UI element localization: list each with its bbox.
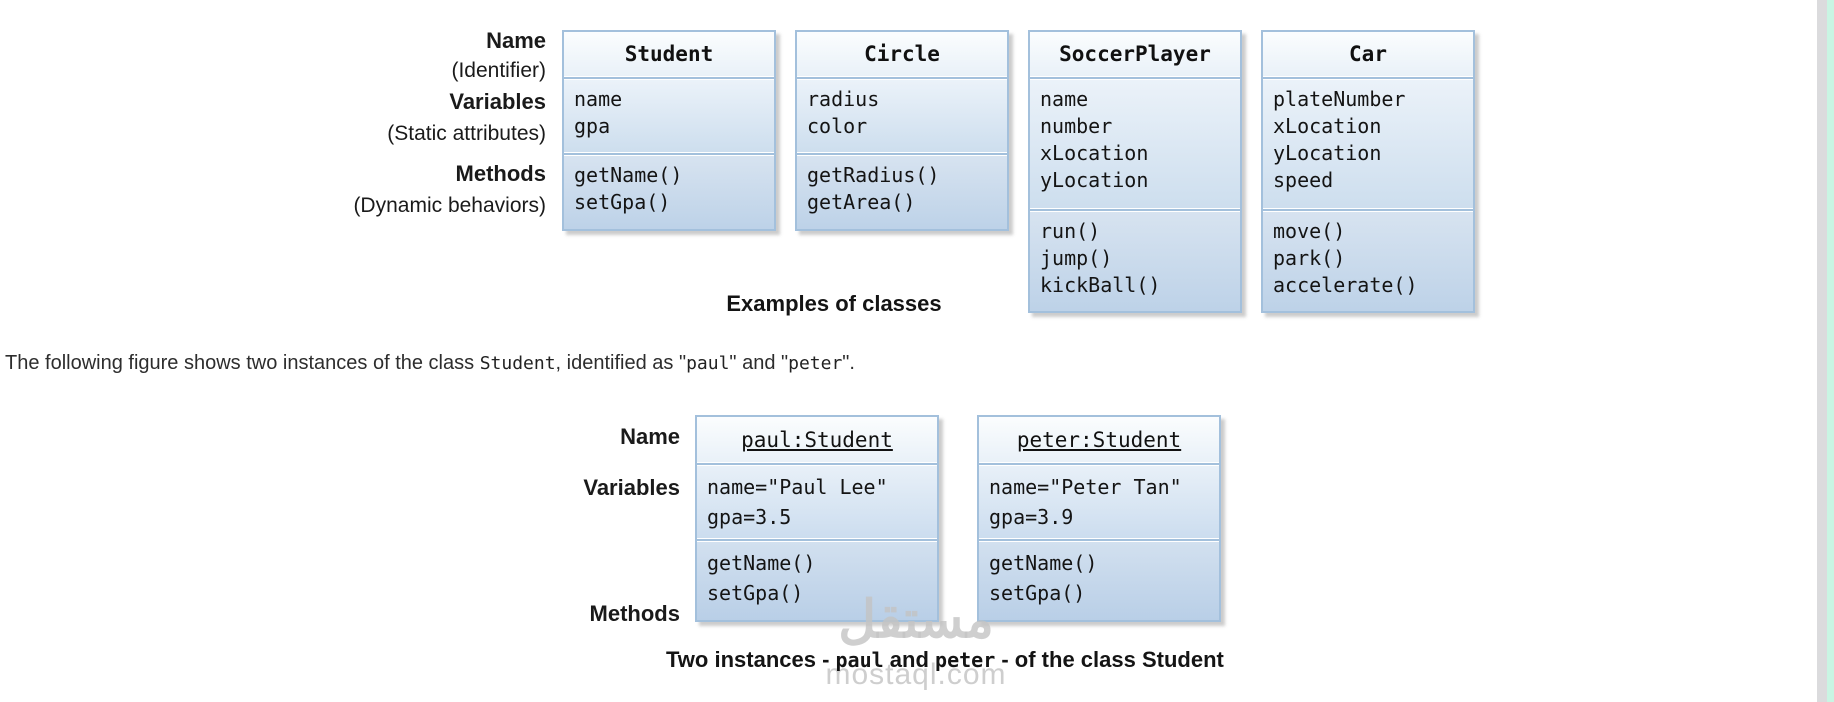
section-divider <box>979 539 1219 541</box>
class-method: setGpa() <box>707 581 804 605</box>
methods-section: getName() setGpa() <box>697 542 937 620</box>
row-label: Name <box>620 424 680 449</box>
methods-section: getName() setGpa() <box>564 156 774 229</box>
top-row-labels: Name (Identifier) Variables (Static attribu… <box>0 0 546 230</box>
instance-name: paul:Student <box>741 427 893 452</box>
class-method: getName() <box>707 551 816 575</box>
class-box: Car plateNumber xLocation yLocation speed mov… <box>1261 30 1475 313</box>
plain-text: ". <box>842 352 855 374</box>
row-label: Variables <box>449 89 546 114</box>
instance-name: peter:Student <box>1016 427 1182 452</box>
class-variable: radius <box>807 87 880 111</box>
plain-text: Two instances - <box>666 647 836 672</box>
section-divider <box>1030 77 1240 79</box>
class-method: run() <box>1040 219 1101 243</box>
section-divider <box>564 153 774 155</box>
code-text: Student <box>479 353 556 374</box>
class-variable: speed <box>1273 168 1334 192</box>
class-name: SoccerPlayer <box>1059 42 1211 66</box>
methods-section: getRadius() getArea() <box>797 156 1007 229</box>
watermark-logo: مستقل <box>838 591 994 649</box>
class-method: getName() <box>574 163 683 187</box>
class-name: Car <box>1349 42 1387 66</box>
class-method: kickBall() <box>1040 273 1161 297</box>
class-variable: gpa=3.9 <box>989 505 1074 529</box>
section-divider <box>797 153 1007 155</box>
plain-text: - of the class Student <box>995 647 1224 672</box>
code-text: paul <box>835 648 884 672</box>
variables-section: name gpa <box>564 80 774 152</box>
class-variable: name="Paul Lee" <box>707 475 888 499</box>
variables-section: name="Paul Lee" gpa=3.5 <box>697 466 937 538</box>
class-variable: gpa <box>574 114 611 138</box>
class-variable: color <box>807 114 868 138</box>
class-variable: xLocation <box>1273 114 1382 138</box>
scrollbar-track[interactable] <box>1817 0 1827 702</box>
variables-section: radius color <box>797 80 1007 152</box>
row-label: (Identifier) <box>451 59 546 82</box>
class-variable: plateNumber <box>1273 87 1406 111</box>
class-name: Circle <box>864 42 940 66</box>
code-text: peter <box>788 353 843 374</box>
instance-box: paul:Student name="Paul Lee" gpa=3.5 getNam… <box>695 415 939 622</box>
plain-text: , identified as " <box>555 352 687 374</box>
diagram-caption: Examples of classes <box>726 291 942 316</box>
class-variable: name <box>574 87 623 111</box>
class-method: accelerate() <box>1273 273 1418 297</box>
row-label: (Dynamic behaviors) <box>353 194 546 217</box>
section-divider <box>564 77 774 79</box>
row-label: Name <box>486 28 546 53</box>
class-method: park() <box>1273 246 1346 270</box>
section-divider <box>1030 209 1240 211</box>
instance-box: peter:Student name="Peter Tan" gpa=3.9 getN… <box>977 415 1221 622</box>
code-text: paul <box>686 353 730 374</box>
section-divider <box>797 77 1007 79</box>
methods-section: run() jump() kickBall() <box>1030 212 1240 311</box>
class-box: SoccerPlayer name number xLocation yLocation… <box>1028 30 1242 313</box>
variables-section: name number xLocation yLocation <box>1030 80 1240 208</box>
class-variable: yLocation <box>1040 168 1149 192</box>
instances-caption: Two instances - paul and peter - of the … <box>666 647 1224 673</box>
variables-section: plateNumber xLocation yLocation speed <box>1263 80 1473 208</box>
section-divider <box>1263 209 1473 211</box>
class-box: Circle radius color getRadius() getArea() <box>795 30 1009 231</box>
code-text: peter <box>935 648 996 672</box>
plain-text: and <box>883 647 936 672</box>
class-variable: name="Peter Tan" <box>989 475 1182 499</box>
row-label: Variables <box>583 475 680 500</box>
row-label: (Static attributes) <box>387 122 546 145</box>
class-method: setGpa() <box>574 190 671 214</box>
class-variable: number <box>1040 114 1113 138</box>
class-variable: xLocation <box>1040 141 1149 165</box>
section-divider <box>697 463 937 465</box>
class-method: setGpa() <box>989 581 1086 605</box>
class-method: jump() <box>1040 246 1113 270</box>
section-divider <box>979 463 1219 465</box>
class-name: Student <box>624 42 714 66</box>
body-paragraph: The following figure shows two instances… <box>5 352 855 375</box>
class-variable: yLocation <box>1273 141 1382 165</box>
row-label: Methods <box>589 601 680 626</box>
watermark-domain: mostaql.com <box>825 658 1007 691</box>
row-label: Methods <box>455 161 546 186</box>
class-variable: gpa=3.5 <box>707 505 792 529</box>
methods-section: move() park() accelerate() <box>1263 212 1473 311</box>
window-edge <box>1827 0 1834 702</box>
variables-section: name="Peter Tan" gpa=3.9 <box>979 466 1219 538</box>
class-method: getArea() <box>807 190 916 214</box>
class-method: getName() <box>989 551 1098 575</box>
class-method: move() <box>1273 219 1346 243</box>
plain-text: " and " <box>729 352 789 374</box>
section-divider <box>1263 77 1473 79</box>
plain-text: The following figure shows two instances… <box>5 352 480 374</box>
section-divider <box>697 539 937 541</box>
class-variable: name <box>1040 87 1089 111</box>
methods-section: getName() setGpa() <box>979 542 1219 620</box>
class-method: getRadius() <box>807 163 940 187</box>
